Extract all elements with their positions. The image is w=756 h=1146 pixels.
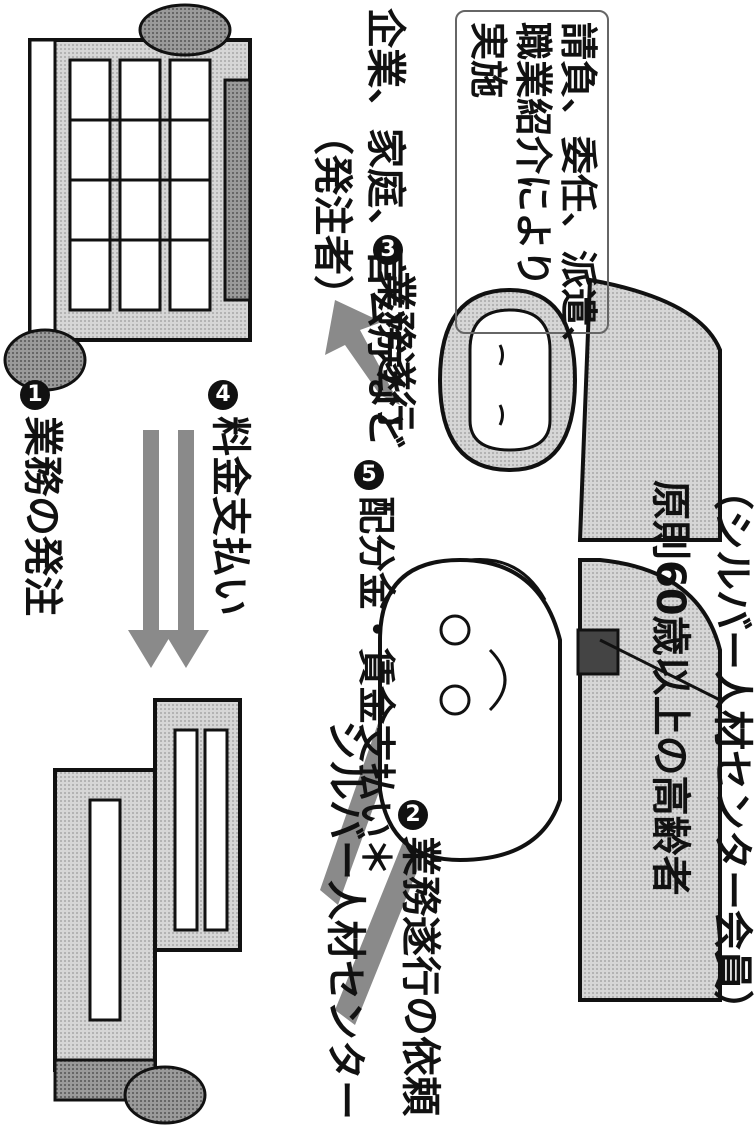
step-1-label: 1 業務の発注 [14,380,65,616]
step-3-detail-line-2: 職業紹介により [511,22,555,288]
step-2-label: 2 業務遂行の依頼 [392,800,443,1116]
step-3-detail-line-3: 実施 [466,22,510,99]
arrow-order-icon [128,430,174,668]
step-2-number: 2 [398,800,428,830]
arrow-payment-icon [163,430,209,668]
step-4-label: 4 料金支払い [202,380,253,616]
step-3-detail-box [455,10,609,334]
arrow-perform-icon [325,300,400,405]
step-3-detail-line-1: 請負、委任、派遣、 [556,22,600,365]
step-1-number: 1 [20,380,50,410]
step-3-number: 3 [373,235,403,265]
step-5-number: 5 [354,460,384,490]
step-1-text: 業務の発注 [19,416,65,616]
elderly-woman-icon [437,277,722,542]
silver-center-building-icon [53,698,242,1125]
client-sub-label: （発注者） [309,115,355,315]
step-4-text: 料金支払い [207,416,253,616]
client-building-icon [3,3,252,392]
silver-center-label: シルバー人材センター [322,720,368,1120]
step-2-text: 業務遂行の依頼 [397,836,443,1116]
step-3-label: 3 業務遂行 [367,235,418,431]
step-3-text: 業務遂行 [372,271,418,431]
step-4-number: 4 [208,380,238,410]
members-label: 原則60歳以上の高齢者 [647,480,693,896]
elderly-man-icon [378,557,722,1002]
members-sub-label: （シルバー人材センター会員） [709,470,755,1030]
